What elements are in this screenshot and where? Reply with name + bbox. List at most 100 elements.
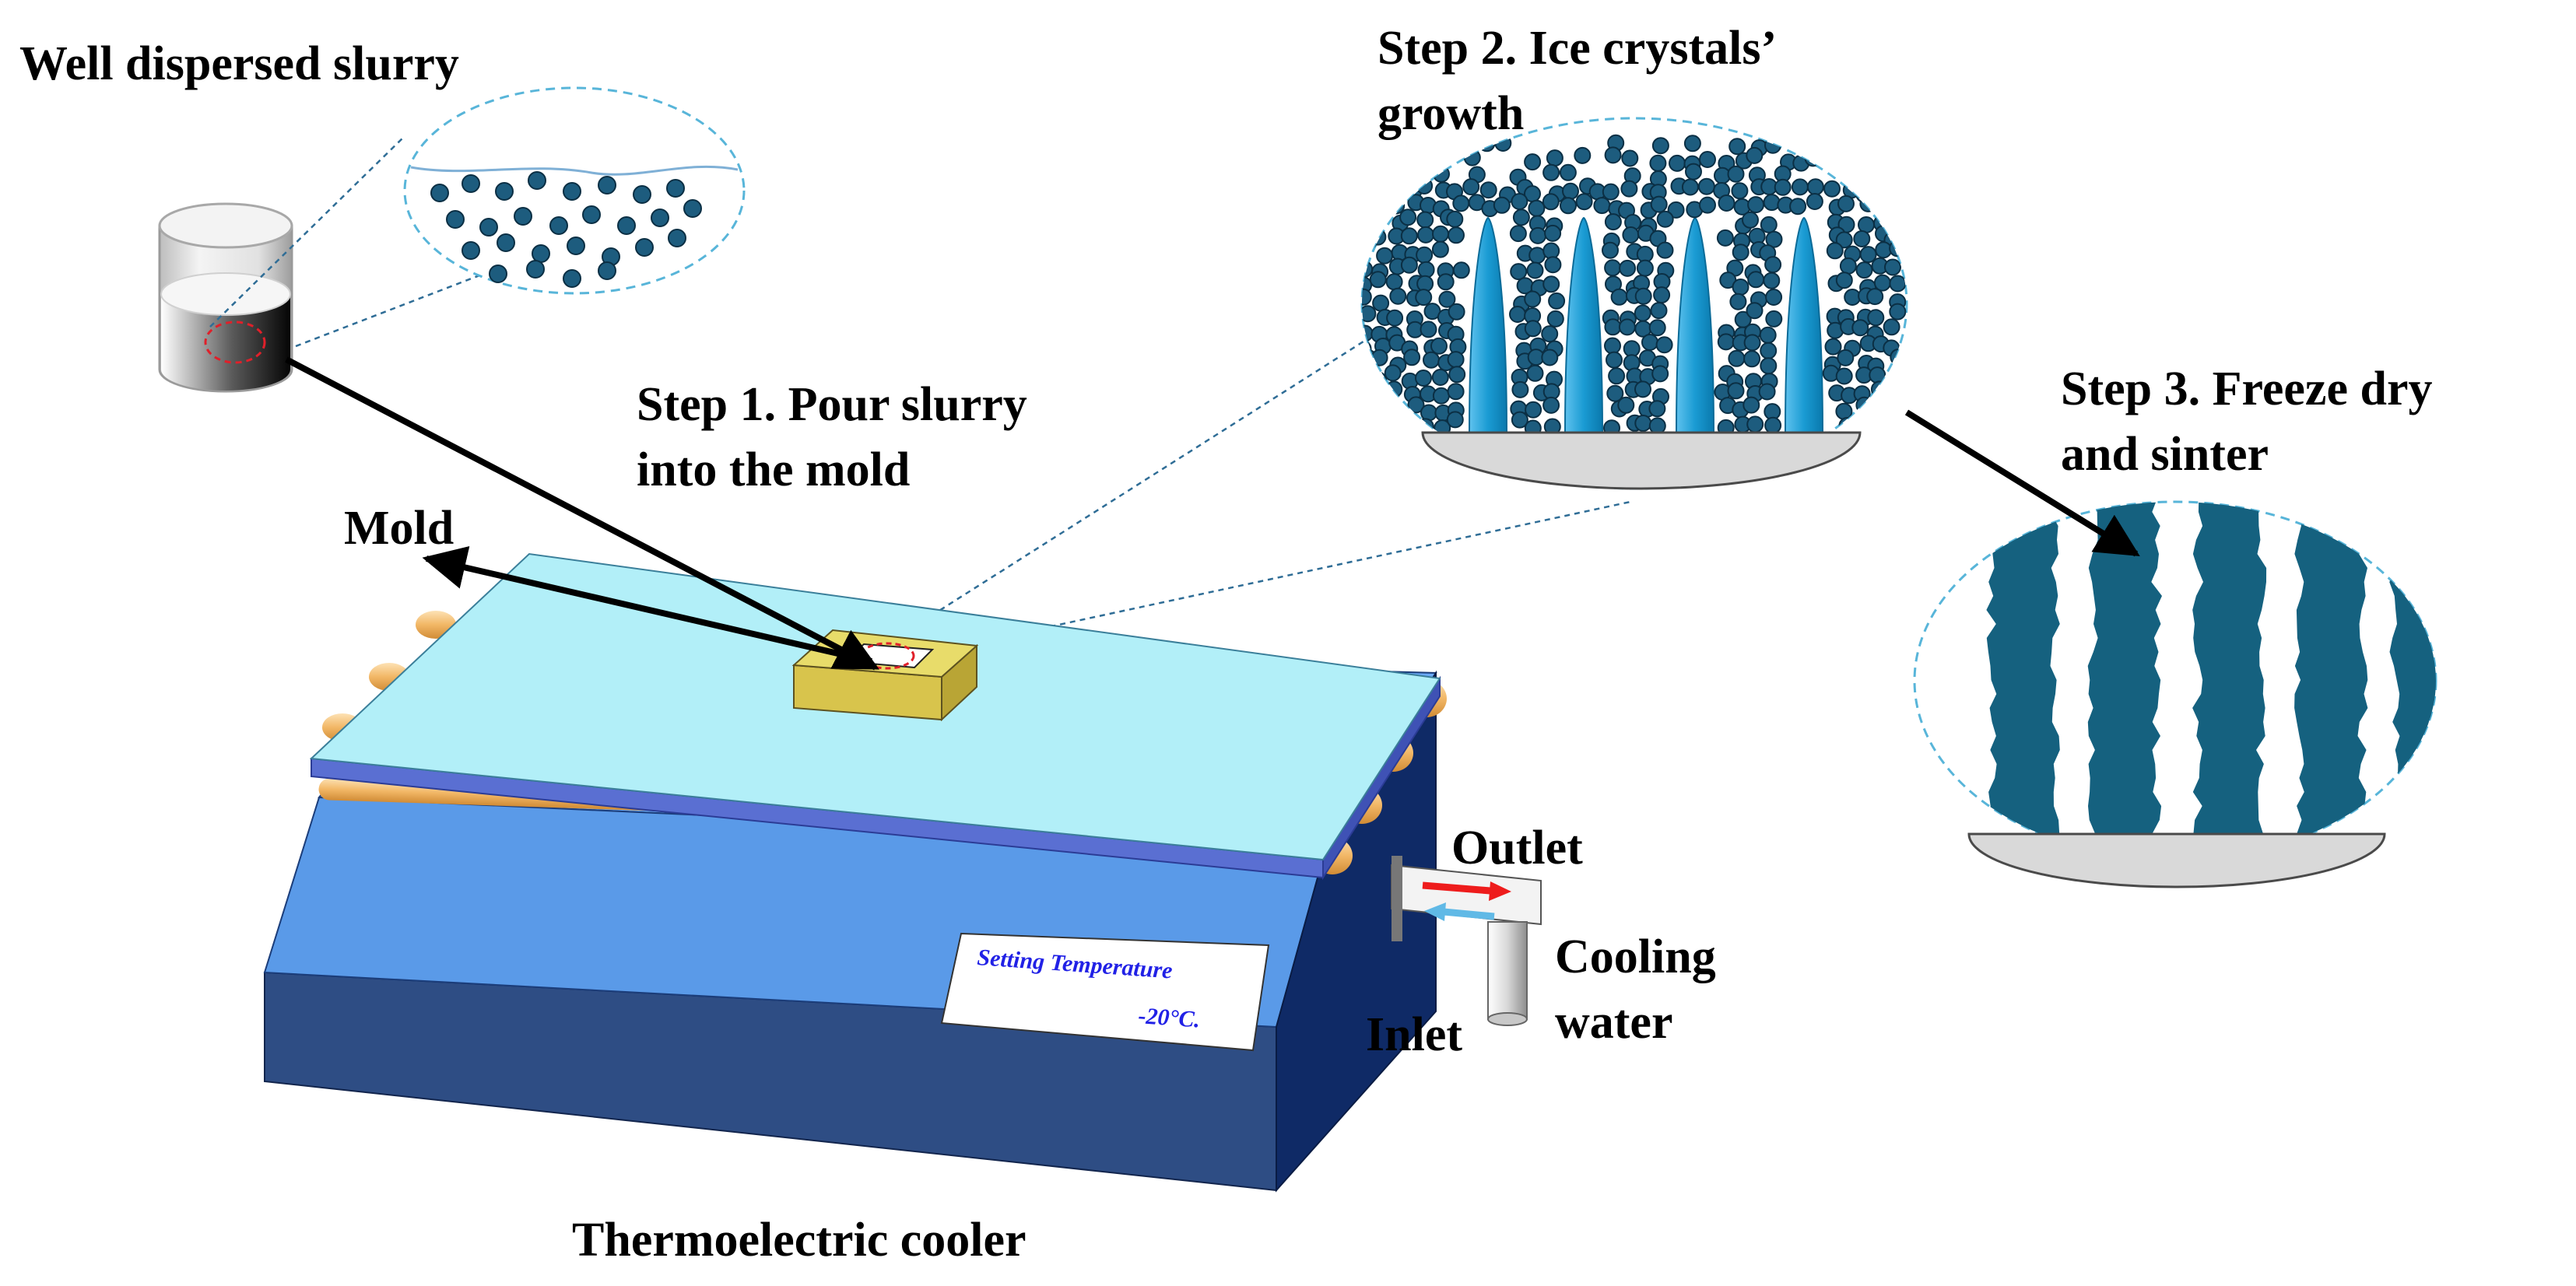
ceramic-particle (1650, 302, 1668, 320)
slurry-particle (666, 179, 685, 198)
ceramic-particle (1870, 380, 1888, 398)
ceramic-particle (1606, 351, 1623, 369)
ceramic-particle (1806, 178, 1824, 196)
ceramic-particle (1699, 196, 1716, 214)
ceramic-particle (1620, 180, 1638, 198)
ceramic-particle (1604, 259, 1622, 277)
ceramic-particle (1546, 310, 1564, 328)
slurry-particle (683, 199, 702, 218)
ceramic-particle (1423, 351, 1440, 369)
ceramic-particle (1760, 342, 1778, 359)
ceramic-particle (1559, 163, 1577, 181)
ceramic-particle (1463, 149, 1481, 166)
ceramic-particle (1885, 201, 1903, 219)
slurry-particle (462, 174, 480, 193)
step2-label-line1: Step 2. Ice crystals’ (1377, 22, 1778, 75)
ceramic-particle (1810, 133, 1828, 151)
slurry-particle (446, 210, 465, 229)
slurry-particle (532, 244, 550, 263)
step3-sintered-bubble (1913, 500, 2437, 888)
ceramic-particle (1524, 320, 1542, 338)
slurry-particle (617, 216, 636, 235)
ceramic-particle (1528, 199, 1546, 217)
ceramic-particle (1417, 261, 1435, 279)
ceramic-particle (1604, 318, 1622, 336)
ceramic-particle (1729, 293, 1747, 310)
ceramic-particle (1510, 263, 1528, 281)
ceramic-particle (1437, 273, 1455, 291)
slurry-particle (598, 176, 616, 194)
ceramic-particle (1837, 194, 1855, 212)
slurry-particle (430, 184, 449, 202)
step2-ice-growth-bubble (1360, 117, 1908, 490)
inlet-label: Inlet (1366, 1008, 1462, 1061)
ceramic-particle (1858, 216, 1875, 233)
ceramic-particle (1885, 148, 1903, 166)
ceramic-particle (1370, 383, 1388, 400)
ceramic-particle (1867, 412, 1885, 430)
ceramic-particle (1525, 401, 1542, 419)
mold-label-arrow (422, 546, 872, 664)
ceramic-particle (1386, 396, 1404, 414)
ceramic-particle (1384, 364, 1402, 382)
ceramic-particle (1509, 306, 1526, 323)
slurry-particle (633, 185, 651, 204)
ceramic-particle (1699, 151, 1716, 168)
ceramic-particle (1403, 170, 1420, 187)
ceramic-particle (1747, 196, 1765, 214)
step1-label-line1: Step 1. Pour slurry (637, 378, 1027, 431)
thermoelectric-cooler: Setting Temperature -20°C. (263, 552, 1542, 1193)
step2-label-line2: growth (1377, 87, 1525, 140)
ceramic-particle (1742, 396, 1760, 414)
ceramic-particle (1804, 149, 1822, 167)
ceramic-particle (1764, 416, 1782, 434)
ceramic-particle (1389, 287, 1407, 305)
slurry-particle (479, 218, 498, 237)
ceramic-particle (1634, 304, 1651, 322)
ceramic-particle (1403, 349, 1421, 366)
ceramic-particle (1618, 318, 1636, 336)
outlet-label: Outlet (1451, 822, 1583, 874)
ceramic-particle (1608, 367, 1626, 385)
ceramic-particle (1370, 399, 1388, 417)
ceramic-particle (1448, 303, 1465, 321)
ceramic-particle (1542, 163, 1560, 181)
ceramic-particle (1839, 257, 1857, 275)
ceramic-particle (1438, 290, 1456, 308)
slurry-particle (462, 241, 480, 260)
ceramic-particle (1835, 402, 1853, 420)
ceramic-particle (1399, 416, 1417, 434)
ceramic-particle (1655, 336, 1673, 354)
step3-substrate (1967, 832, 2386, 888)
ceramic-particle (1416, 246, 1434, 264)
ceramic-particle (1362, 415, 1373, 433)
process-arrows (285, 356, 2140, 671)
ceramic-particle (1820, 134, 1837, 152)
slurry-zoom-bubble (403, 86, 746, 295)
ceramic-particle (1431, 240, 1449, 258)
slurry-particle (651, 208, 669, 227)
slurry-particle (495, 182, 514, 201)
ceramic-particle (1634, 287, 1652, 305)
slurry-zoom-lines (209, 135, 670, 348)
ceramic-particle (1526, 364, 1544, 382)
ceramic-particle (1562, 182, 1579, 200)
ceramic-particle (1574, 146, 1592, 164)
ceramic-particle (1634, 380, 1651, 398)
ceramic-particle (1727, 165, 1745, 183)
ceramic-particle (1697, 177, 1715, 195)
ceramic-particle (1889, 411, 1907, 429)
sintered-walls (1986, 502, 2436, 834)
step2-label: Step 2. Ice crystals’ growth (1377, 16, 1777, 146)
slurry-particle (489, 265, 507, 283)
step1-label-line2: into the mold (637, 443, 911, 496)
ceramic-particle (1373, 413, 1390, 431)
ceramic-particle (1548, 292, 1566, 310)
ceramic-particle (1774, 178, 1792, 196)
slurry-particle (567, 237, 585, 255)
ceramic-particle (1718, 194, 1735, 212)
step2-substrate (1421, 431, 1862, 490)
slurry-zoom-marker (204, 321, 266, 364)
ceramic-particle (1634, 415, 1652, 432)
ceramic-particle (1883, 318, 1900, 336)
